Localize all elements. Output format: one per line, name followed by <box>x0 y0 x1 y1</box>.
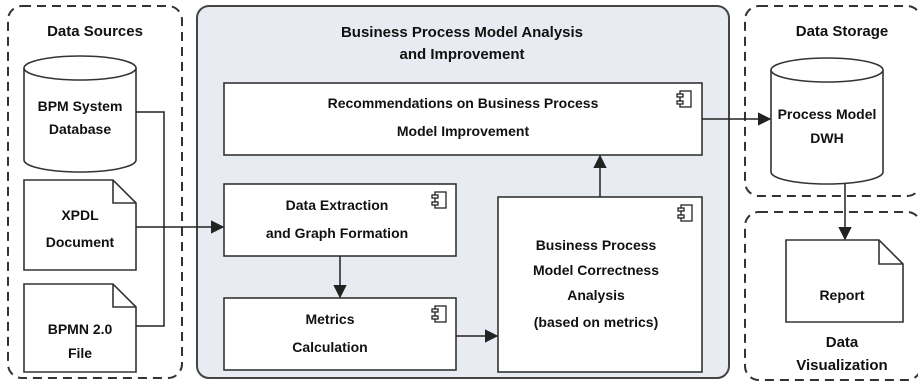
bpmn-label-line2: File <box>68 345 92 361</box>
report-label: Report <box>819 287 864 303</box>
database-cylinder-icon <box>770 70 884 185</box>
bpm-system-database: BPM System Database <box>23 55 137 173</box>
document-icon <box>785 239 904 323</box>
connector-bpmn-to-bus <box>136 227 165 327</box>
dwh-label-line2: DWH <box>810 130 843 146</box>
data-storage-panel <box>744 5 918 197</box>
connector-db-to-bus <box>136 111 165 227</box>
report-document: Report <box>785 239 904 323</box>
data-visualization-title-line2: Visualization <box>796 357 887 374</box>
bpm-db-label-line2: Database <box>49 121 111 137</box>
data-extraction-component: Data Extraction and Graph Formation <box>223 183 457 257</box>
database-cylinder-icon <box>23 68 137 173</box>
recommendations-label-line1: Recommendations on Business Process <box>328 95 599 111</box>
analysis-title-line2: and Improvement <box>399 46 524 63</box>
recommendations-label-line2: Model Improvement <box>397 123 530 139</box>
correctness-label-line3: Analysis <box>567 287 625 303</box>
process-model-dwh: Process Model DWH <box>770 57 884 185</box>
correctness-analysis-component: Business Process Model Correctness Analy… <box>497 196 703 373</box>
bpm-db-label-line1: BPM System <box>38 98 123 114</box>
recommendations-component: Recommendations on Business Process Mode… <box>223 82 703 156</box>
xpdl-label-line1: XPDL <box>61 207 99 223</box>
connectors <box>136 111 852 343</box>
metrics-calculation-component: Metrics Calculation <box>223 297 457 371</box>
xpdl-document: XPDL Document <box>23 179 137 271</box>
extraction-label-line2: and Graph Formation <box>266 225 408 241</box>
data-sources-title: Data Sources <box>47 23 143 40</box>
dwh-label-line1: Process Model <box>778 106 877 122</box>
bpmn-label-line1: BPMN 2.0 <box>48 321 113 337</box>
data-visualization-title-line1: Data <box>826 334 859 351</box>
correctness-label-line4: (based on metrics) <box>534 314 658 330</box>
bpmn-file: BPMN 2.0 File <box>23 283 137 373</box>
metrics-label-line1: Metrics <box>305 311 354 327</box>
data-visualization-panel <box>744 211 918 381</box>
document-icon <box>23 179 137 271</box>
analysis-title-line1: Business Process Model Analysis <box>341 24 583 41</box>
xpdl-label-line2: Document <box>46 234 115 250</box>
data-sources-panel <box>7 5 183 379</box>
correctness-label-line1: Business Process <box>536 237 657 253</box>
correctness-label-line2: Model Correctness <box>533 262 659 278</box>
document-icon <box>23 283 137 373</box>
extraction-label-line1: Data Extraction <box>286 197 389 213</box>
metrics-label-line2: Calculation <box>292 339 367 355</box>
data-storage-title: Data Storage <box>796 23 889 40</box>
